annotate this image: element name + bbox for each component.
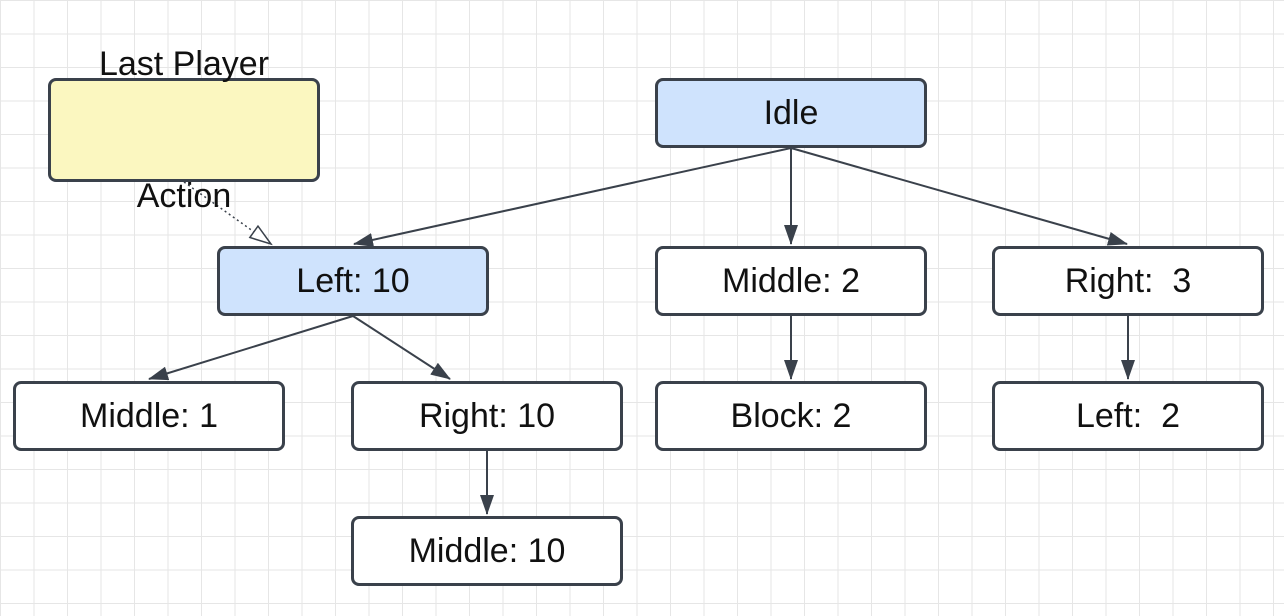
node-left-label: Left: 10 bbox=[296, 262, 410, 300]
node-left-right[interactable]: Right: 10 bbox=[351, 381, 623, 451]
node-right[interactable]: Right: 3 bbox=[992, 246, 1264, 316]
edge-left-to-left-right bbox=[352, 315, 451, 380]
note-line-1: Last Player bbox=[98, 45, 270, 83]
node-idle[interactable]: Idle bbox=[655, 78, 927, 148]
edge-idle-to-left bbox=[353, 147, 792, 247]
node-right-left[interactable]: Left: 2 bbox=[992, 381, 1264, 451]
node-left-right-middle[interactable]: Middle: 10 bbox=[351, 516, 623, 586]
node-right-left-label: Left: 2 bbox=[1076, 397, 1180, 435]
node-left-right-middle-label: Middle: 10 bbox=[408, 532, 566, 570]
node-middle[interactable]: Middle: 2 bbox=[655, 246, 927, 316]
node-left-right-label: Right: 10 bbox=[418, 397, 556, 435]
edge-idle-to-right bbox=[790, 147, 1128, 246]
node-right-label: Right: 3 bbox=[1064, 262, 1192, 300]
note-line-2: Action bbox=[136, 177, 232, 215]
node-left[interactable]: Left: 10 bbox=[217, 246, 489, 316]
edge-left-to-left-middle bbox=[148, 315, 354, 381]
node-middle-block-label: Block: 2 bbox=[730, 397, 852, 435]
node-left-middle-label: Middle: 1 bbox=[80, 397, 218, 435]
node-left-middle[interactable]: Middle: 1 bbox=[13, 381, 285, 451]
note-text: Last Player Action bbox=[99, 0, 269, 306]
node-middle-label: Middle: 2 bbox=[722, 262, 860, 300]
last-player-action-note[interactable]: Last Player Action bbox=[48, 45, 320, 215]
node-middle-block[interactable]: Block: 2 bbox=[655, 381, 927, 451]
node-idle-label: Idle bbox=[763, 94, 819, 132]
